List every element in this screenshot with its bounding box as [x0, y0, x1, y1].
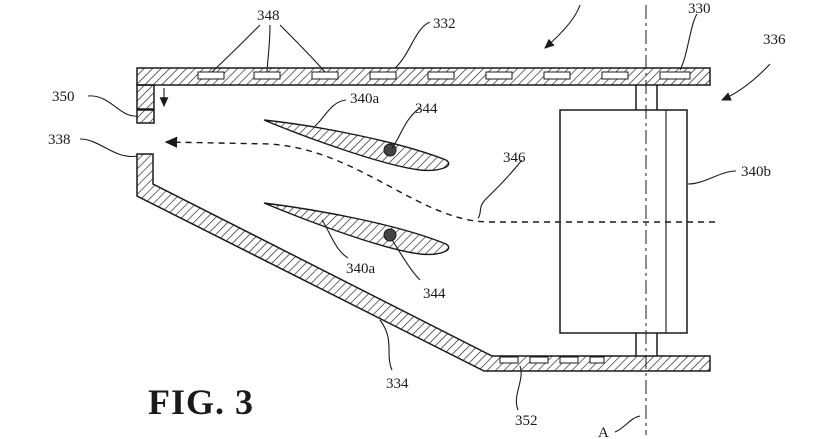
- label-340a-top: 340a: [350, 91, 380, 107]
- label-344-bottom: 344: [423, 286, 446, 302]
- label-350: 350: [52, 89, 75, 105]
- leader-lines: [79, 13, 737, 433]
- label-340a-bottom: 340a: [346, 261, 376, 277]
- label-330: 330: [688, 1, 711, 17]
- airflow-path-346: [164, 136, 715, 223]
- label-336: 336: [763, 32, 786, 48]
- label-344-top: 344: [415, 101, 438, 117]
- bottom-wall-334: [136, 153, 711, 372]
- pivot-344-lower: [383, 228, 397, 242]
- vane-upper-340a: [263, 119, 450, 172]
- slots-348: [197, 71, 691, 80]
- label-338: 338: [48, 132, 71, 148]
- shaft-supports: [635, 85, 658, 356]
- label-332: 332: [433, 16, 456, 32]
- label-340b: 340b: [741, 164, 771, 180]
- label-334: 334: [386, 376, 409, 392]
- reference-labels: 348 332 330 336 350 338 340a 344 346 340…: [48, 1, 786, 439]
- slots-352: [499, 356, 605, 364]
- figure-title: FIG. 3: [148, 382, 254, 422]
- label-348: 348: [257, 8, 280, 24]
- top-wall-332: [136, 67, 711, 86]
- label-352: 352: [515, 413, 538, 429]
- vane-lower-340a: [263, 202, 450, 256]
- label-346: 346: [503, 150, 526, 166]
- left-lip-350: [136, 84, 155, 124]
- reference-arrows: [544, 4, 771, 101]
- label-A: A: [598, 425, 609, 439]
